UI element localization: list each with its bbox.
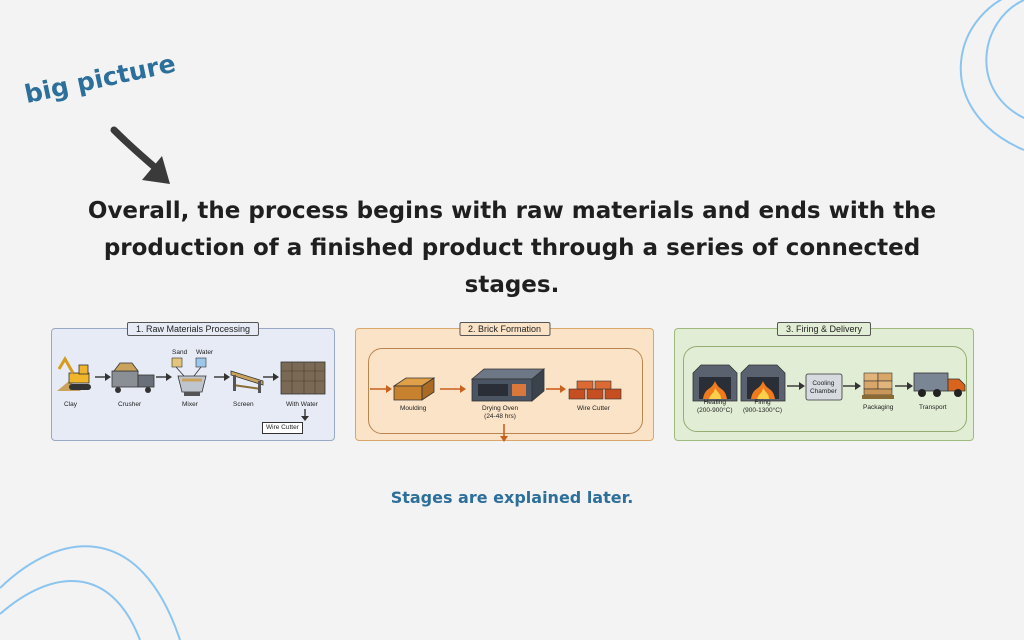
flow-arrow-icon (440, 385, 466, 393)
step-label: Heating (200-900°C) (697, 399, 733, 414)
process-loop-frame (368, 348, 643, 434)
big-picture-tag: big picture (21, 48, 179, 109)
panel-title: 2. Brick Formation (458, 322, 551, 336)
flow-arrow-icon (214, 373, 230, 381)
flow-arrow-down-icon (500, 424, 508, 442)
headline: Overall, the process begins with raw mat… (87, 198, 937, 298)
panel-brick-formation: 2. Brick Formation Moulding Drying Oven … (355, 322, 654, 442)
flow-arrow-icon (370, 385, 392, 393)
flow-arrow-icon (156, 373, 172, 381)
kiln-icon (692, 364, 786, 402)
flow-arrow-icon (787, 382, 805, 390)
step-label: Mixer (182, 401, 198, 408)
mixer-icon (171, 357, 207, 396)
cooling-chamber-icon (805, 373, 843, 401)
panel-title: 3. Firing & Delivery (776, 322, 872, 336)
step-label: Cooling Chamber (810, 380, 837, 395)
footer-note: Stages are explained later. (390, 488, 634, 507)
flow-arrow-icon (546, 385, 566, 393)
truck-icon (913, 372, 966, 397)
flow-arrow-icon (263, 373, 279, 381)
arrow-down-right-icon (110, 126, 170, 184)
step-label: With Water (286, 401, 318, 408)
step-label: Packaging (863, 404, 894, 411)
flow-arrow-icon (95, 373, 111, 381)
flow-arrow-icon (843, 382, 861, 390)
step-label: Moulding (400, 405, 427, 412)
step-label: Wire Cutter (577, 405, 610, 412)
oven-icon (470, 368, 546, 402)
wire-cutter-box: Wire Cutter (262, 422, 303, 434)
screen-icon (230, 370, 264, 393)
panel-firing-delivery: 3. Firing & Delivery Heating (200-900°C)… (674, 322, 974, 441)
flow-arrow-down-icon (301, 409, 309, 421)
step-label: Transport (919, 404, 947, 411)
panel-raw-materials: 1. Raw Materials Processing Clay Crusher… (51, 322, 335, 441)
excavator-icon (57, 356, 91, 391)
step-label: Firing (900-1300°C) (743, 399, 783, 414)
pallet-icon (862, 372, 894, 399)
flow-arrow-icon (895, 382, 913, 390)
brick-block-icon (392, 377, 436, 401)
step-label: Screen (233, 401, 254, 408)
crusher-icon (111, 362, 155, 393)
step-label: Crusher (118, 401, 142, 408)
clay-bed-icon (280, 361, 326, 395)
process-loop-frame (683, 346, 967, 432)
step-label: Drying Oven (24-48 hrs) (482, 405, 519, 420)
input-label-sand: Sand (172, 349, 188, 356)
input-label-water: Water (196, 349, 214, 356)
step-label: Clay (64, 401, 78, 408)
panel-title: 1. Raw Materials Processing (126, 322, 260, 336)
bricks-icon (568, 380, 622, 400)
